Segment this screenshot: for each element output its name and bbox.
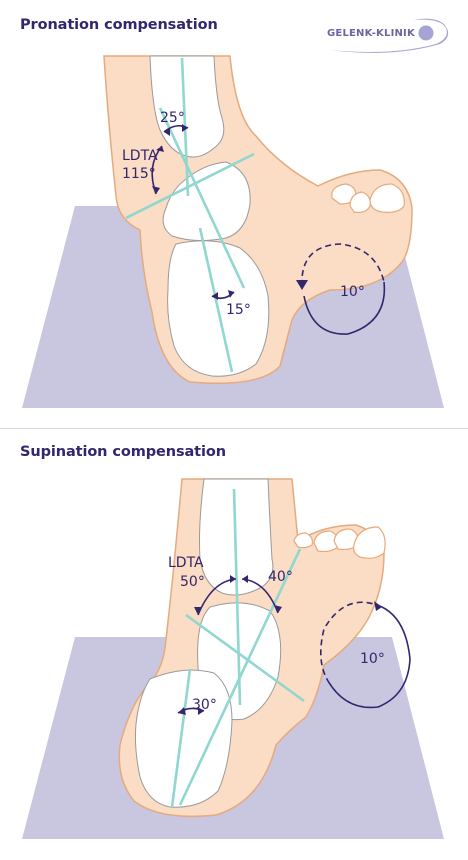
arrow-heads xyxy=(178,575,382,715)
supination-panel: Supination compensation xyxy=(0,429,468,860)
angle-right-label: 40° xyxy=(268,569,293,585)
ldta-value: 50° xyxy=(180,574,205,590)
arrow-heads xyxy=(152,124,308,300)
ldta-label: LDTA xyxy=(168,555,204,571)
toes xyxy=(293,526,386,559)
pronation-title: Pronation compensation xyxy=(20,17,218,33)
rotation-label: 10° xyxy=(340,284,365,300)
joint-line xyxy=(125,152,255,220)
supination-diagram: LDTA 50° 40° 30° 10° xyxy=(22,478,444,839)
gelenk-klinik-logo-icon xyxy=(330,18,449,53)
pronation-panel: Pronation compensation GELENK-KLINIK xyxy=(0,0,468,428)
calcaneus-axis xyxy=(170,668,192,808)
rotation-arc-solid xyxy=(327,606,411,709)
logo-text: GELENK-KLINIK xyxy=(327,28,415,39)
pronation-diagram: 25° LDTA 115° 15° 10° xyxy=(22,55,444,408)
talar-axis xyxy=(158,107,246,289)
joint-line xyxy=(185,613,305,703)
gelenk-klinik-logo: GELENK-KLINIK xyxy=(322,14,452,56)
ldta-value: 115° xyxy=(122,166,156,182)
supination-title: Supination compensation xyxy=(20,444,226,460)
angle-subtalar-label: 15° xyxy=(226,302,251,318)
calcaneus-axis xyxy=(198,227,234,373)
ldta-label: LDTA xyxy=(122,148,158,164)
rotation-label: 10° xyxy=(360,651,385,667)
talar-axis xyxy=(178,548,302,806)
toes xyxy=(331,183,405,213)
talus-bone xyxy=(162,161,251,242)
tibia-axis xyxy=(232,488,242,706)
angle-subtalar-label: 30° xyxy=(192,697,217,713)
calcaneus-bone xyxy=(134,669,233,808)
rotation-arc-solid xyxy=(303,281,386,335)
panel-divider xyxy=(0,428,468,429)
rotation-arc-dashed xyxy=(301,243,385,287)
axis-lines xyxy=(125,57,255,373)
axis-lines xyxy=(170,488,305,808)
angle-top-label: 25° xyxy=(160,110,185,126)
